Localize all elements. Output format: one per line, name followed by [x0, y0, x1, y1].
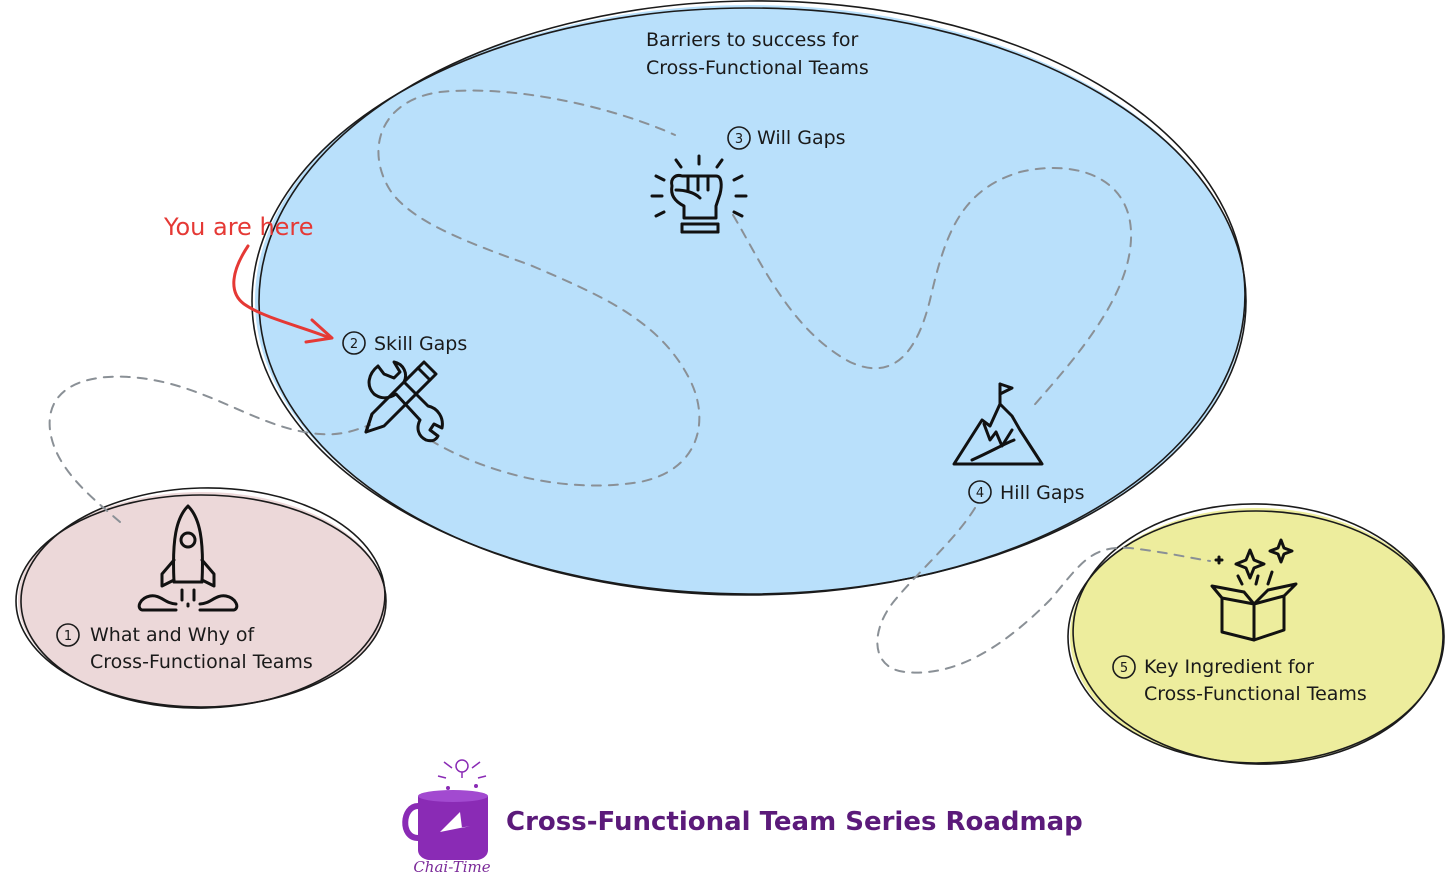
pointer-arrow: [232, 244, 332, 340]
stop-3-label: Will Gaps: [757, 127, 846, 149]
raised-fist-icon: [650, 154, 748, 234]
stop-1-label-line2: Cross-Functional Teams: [90, 651, 313, 673]
stop-5: 5 Key Ingredient for Cross-Functional Te…: [1112, 538, 1367, 705]
roadmap-path: [48, 89, 1211, 674]
pointer-arrowhead: [304, 318, 334, 344]
rocket-icon: [137, 504, 239, 612]
stop-2: 2 Skill Gaps: [342, 331, 467, 443]
you-are-here-label: You are here: [163, 213, 314, 241]
stop-1-label-line1: What and Why of: [90, 624, 255, 646]
barriers-title-line1: Barriers to success for: [646, 29, 858, 51]
stop-4-number: 4: [976, 486, 984, 501]
gift-box-icon: [1210, 538, 1298, 642]
brand-name: Chai-Time: [413, 858, 490, 876]
footer-title: Cross-Functional Team Series Roadmap: [506, 807, 1083, 837]
barriers-title-line2: Cross-Functional Teams: [646, 57, 869, 79]
stop-1-number: 1: [64, 629, 72, 644]
stop-5-label-line1: Key Ingredient for: [1144, 656, 1314, 678]
stop-2-label: Skill Gaps: [374, 333, 467, 355]
stop-2-number: 2: [350, 337, 358, 352]
mountain-flag-icon: [952, 382, 1044, 466]
stop-3-number: 3: [735, 132, 743, 147]
stop-5-number: 5: [1120, 661, 1128, 676]
start-region: [15, 487, 387, 709]
you-are-here-pointer: You are here: [163, 213, 334, 344]
stop-4: 4 Hill Gaps: [952, 382, 1085, 504]
wrench-pencil-icon: [364, 360, 444, 443]
stop-3: 3 Will Gaps: [650, 126, 846, 234]
stop-4-label: Hill Gaps: [1000, 482, 1085, 504]
chai-mug-icon: [402, 759, 488, 860]
barriers-region: [251, 0, 1247, 596]
end-region: [1067, 503, 1445, 765]
stop-5-label-line2: Cross-Functional Teams: [1144, 683, 1367, 705]
stop-1: 1 What and Why of Cross-Functional Teams: [56, 504, 313, 673]
